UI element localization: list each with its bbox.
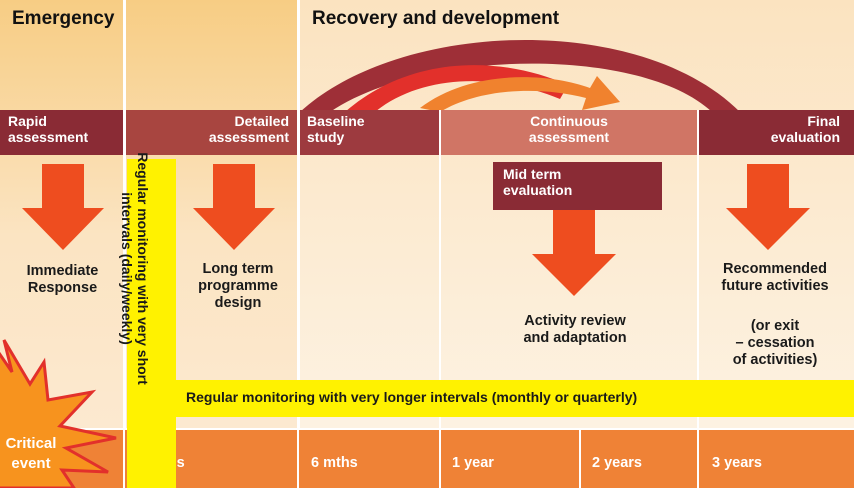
down-arrow-detailed (193, 164, 275, 250)
down-arrow-final (726, 164, 810, 250)
header-rapid-assessment: Rapid assessment (0, 110, 123, 155)
separator (123, 0, 126, 428)
header-detailed-assessment: Detailed assessment (125, 110, 297, 155)
monitoring-long-label: Regular monitoring with very longer inte… (186, 389, 638, 405)
outcome-long-term-design: Long term programme design (198, 261, 278, 311)
down-arrow-rapid (22, 164, 104, 250)
timeline-segment (441, 430, 579, 488)
outcome-activity-review: Activity review and adaptation (523, 313, 627, 346)
header-baseline-study: Baseline study (299, 110, 439, 155)
arc-orange (420, 76, 620, 112)
phase-recovery-title: Recovery and development (312, 8, 560, 29)
monitoring-long-bar (176, 380, 854, 417)
outcome-immediate-response: Immediate Response (26, 263, 99, 296)
outcome-recommended-activities: Recommended future activities (721, 261, 829, 294)
separator (297, 0, 300, 428)
separator (697, 110, 699, 428)
header-final-evaluation: Final evaluation (699, 110, 854, 155)
timeline-label: 1 year (452, 455, 494, 471)
outcome-exit: (or exit – cessation of activities) (732, 318, 818, 368)
timeline-label: 3 years (712, 455, 762, 471)
down-arrow-mid-term (532, 210, 616, 296)
timeline-segment (299, 430, 439, 488)
critical-event-label: Critical event (5, 435, 57, 472)
mid-term-evaluation-box: Mid term evaluation (493, 162, 662, 210)
phase-emergency-title: Emergency (12, 8, 115, 29)
arc-outer (300, 39, 740, 112)
mid-term-evaluation-label: Mid term evaluation (503, 166, 573, 198)
header-continuous-assessment: Continuous assessment (441, 110, 697, 155)
monitoring-short-bar (127, 159, 176, 488)
arc-red (345, 65, 568, 112)
separator (439, 110, 441, 428)
timeline-segment (581, 430, 697, 488)
timeline-label: 6 mths (311, 455, 358, 471)
timeline-segment (699, 430, 854, 488)
burst-icon (0, 339, 117, 488)
timeline-label: 2 years (592, 455, 642, 471)
